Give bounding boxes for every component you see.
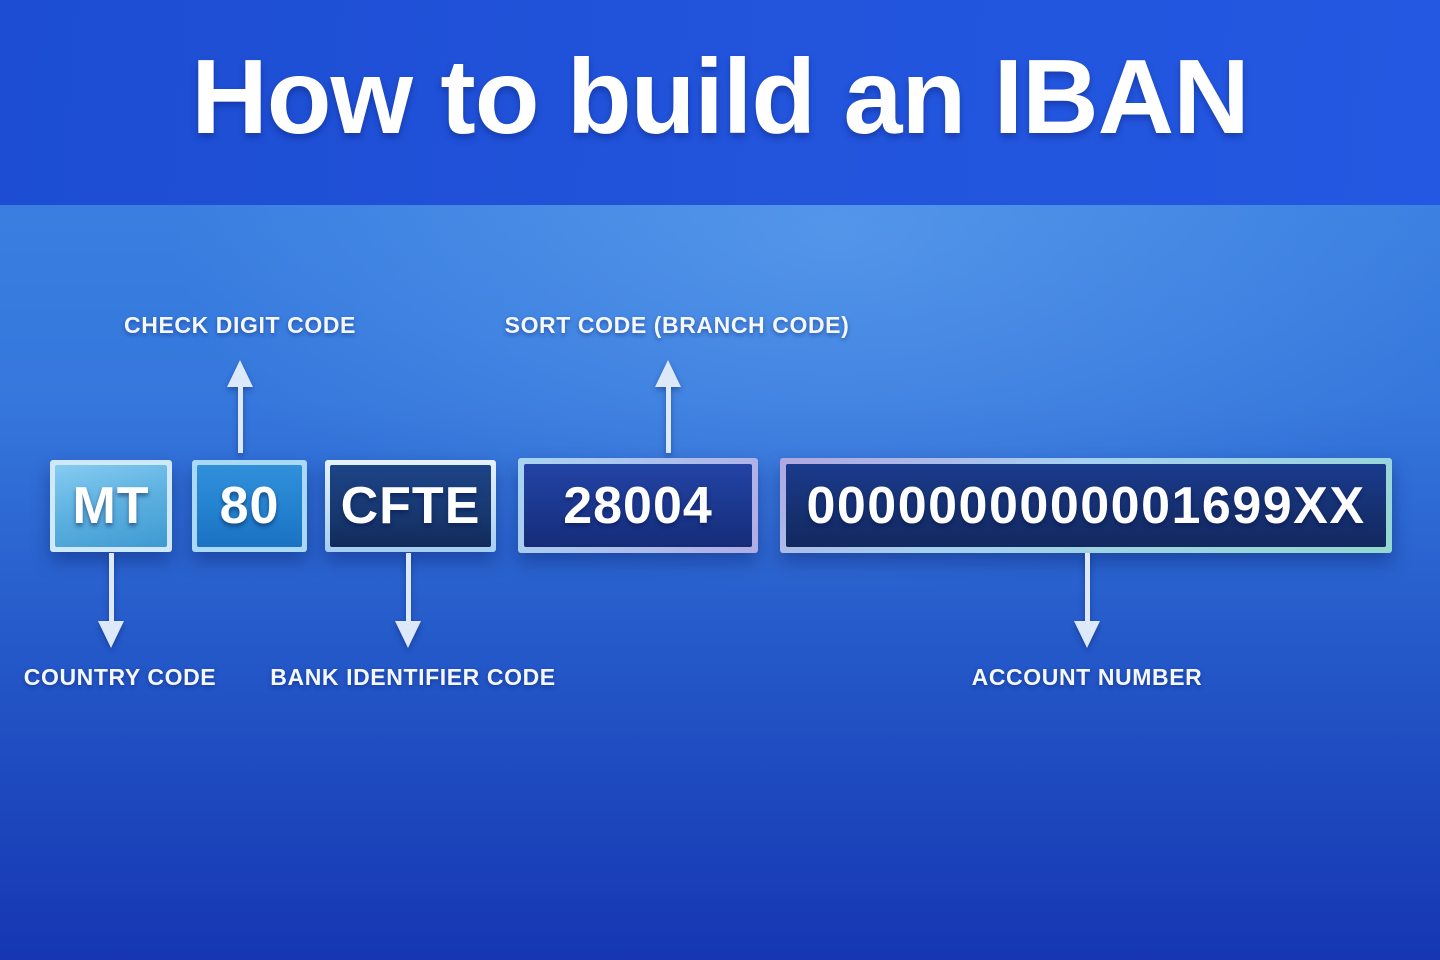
segment-box-fill: MT [55, 465, 167, 547]
segment-box-check-digit: 80 [192, 460, 307, 552]
country-code-down-arrow-icon [98, 553, 124, 648]
segment-value: 80 [219, 477, 280, 535]
arrow-stem [108, 553, 114, 621]
arrow-stem [1084, 553, 1090, 621]
segment-box-fill: 28004 [524, 464, 752, 547]
segment-box-fill: 80 [197, 465, 302, 547]
label-account-number: ACCOUNT NUMBER [971, 664, 1203, 690]
segment-box-account-number: 0000000000001699XX [780, 458, 1392, 553]
label-check-digit-code: CHECK DIGIT CODE [124, 312, 356, 338]
label-sort-code: SORT CODE (BRANCH CODE) [504, 312, 850, 338]
page-title: How to build an IBAN [191, 38, 1250, 156]
arrow-head [227, 360, 253, 387]
segment-value: 0000000000001699XX [806, 476, 1366, 535]
segment-box-country-code: MT [50, 460, 172, 552]
bank-identifier-down-arrow-icon [395, 553, 421, 648]
arrow-head [655, 360, 681, 387]
segment-box-bank-identifier: CFTE [325, 460, 496, 552]
account-number-down-arrow-icon [1074, 553, 1100, 648]
label-bank-identifier-code: BANK IDENTIFIER CODE [270, 664, 556, 690]
segment-box-sort-code: 28004 [518, 458, 758, 553]
arrow-head [98, 621, 124, 648]
arrow-head [1074, 621, 1100, 648]
segment-value: CFTE [340, 477, 481, 535]
segment-box-fill: CFTE [330, 465, 491, 547]
segment-box-fill: 0000000000001699XX [786, 464, 1386, 547]
arrow-head [395, 621, 421, 648]
segment-value: MT [72, 477, 150, 535]
arrow-stem [237, 387, 243, 453]
label-country-code: COUNTRY CODE [23, 664, 217, 690]
arrow-stem [665, 387, 671, 453]
check-digit-up-arrow-icon [227, 360, 253, 453]
segment-value: 28004 [563, 476, 713, 535]
sort-code-up-arrow-icon [655, 360, 681, 453]
header-band [0, 0, 1440, 205]
arrow-stem [405, 553, 411, 621]
